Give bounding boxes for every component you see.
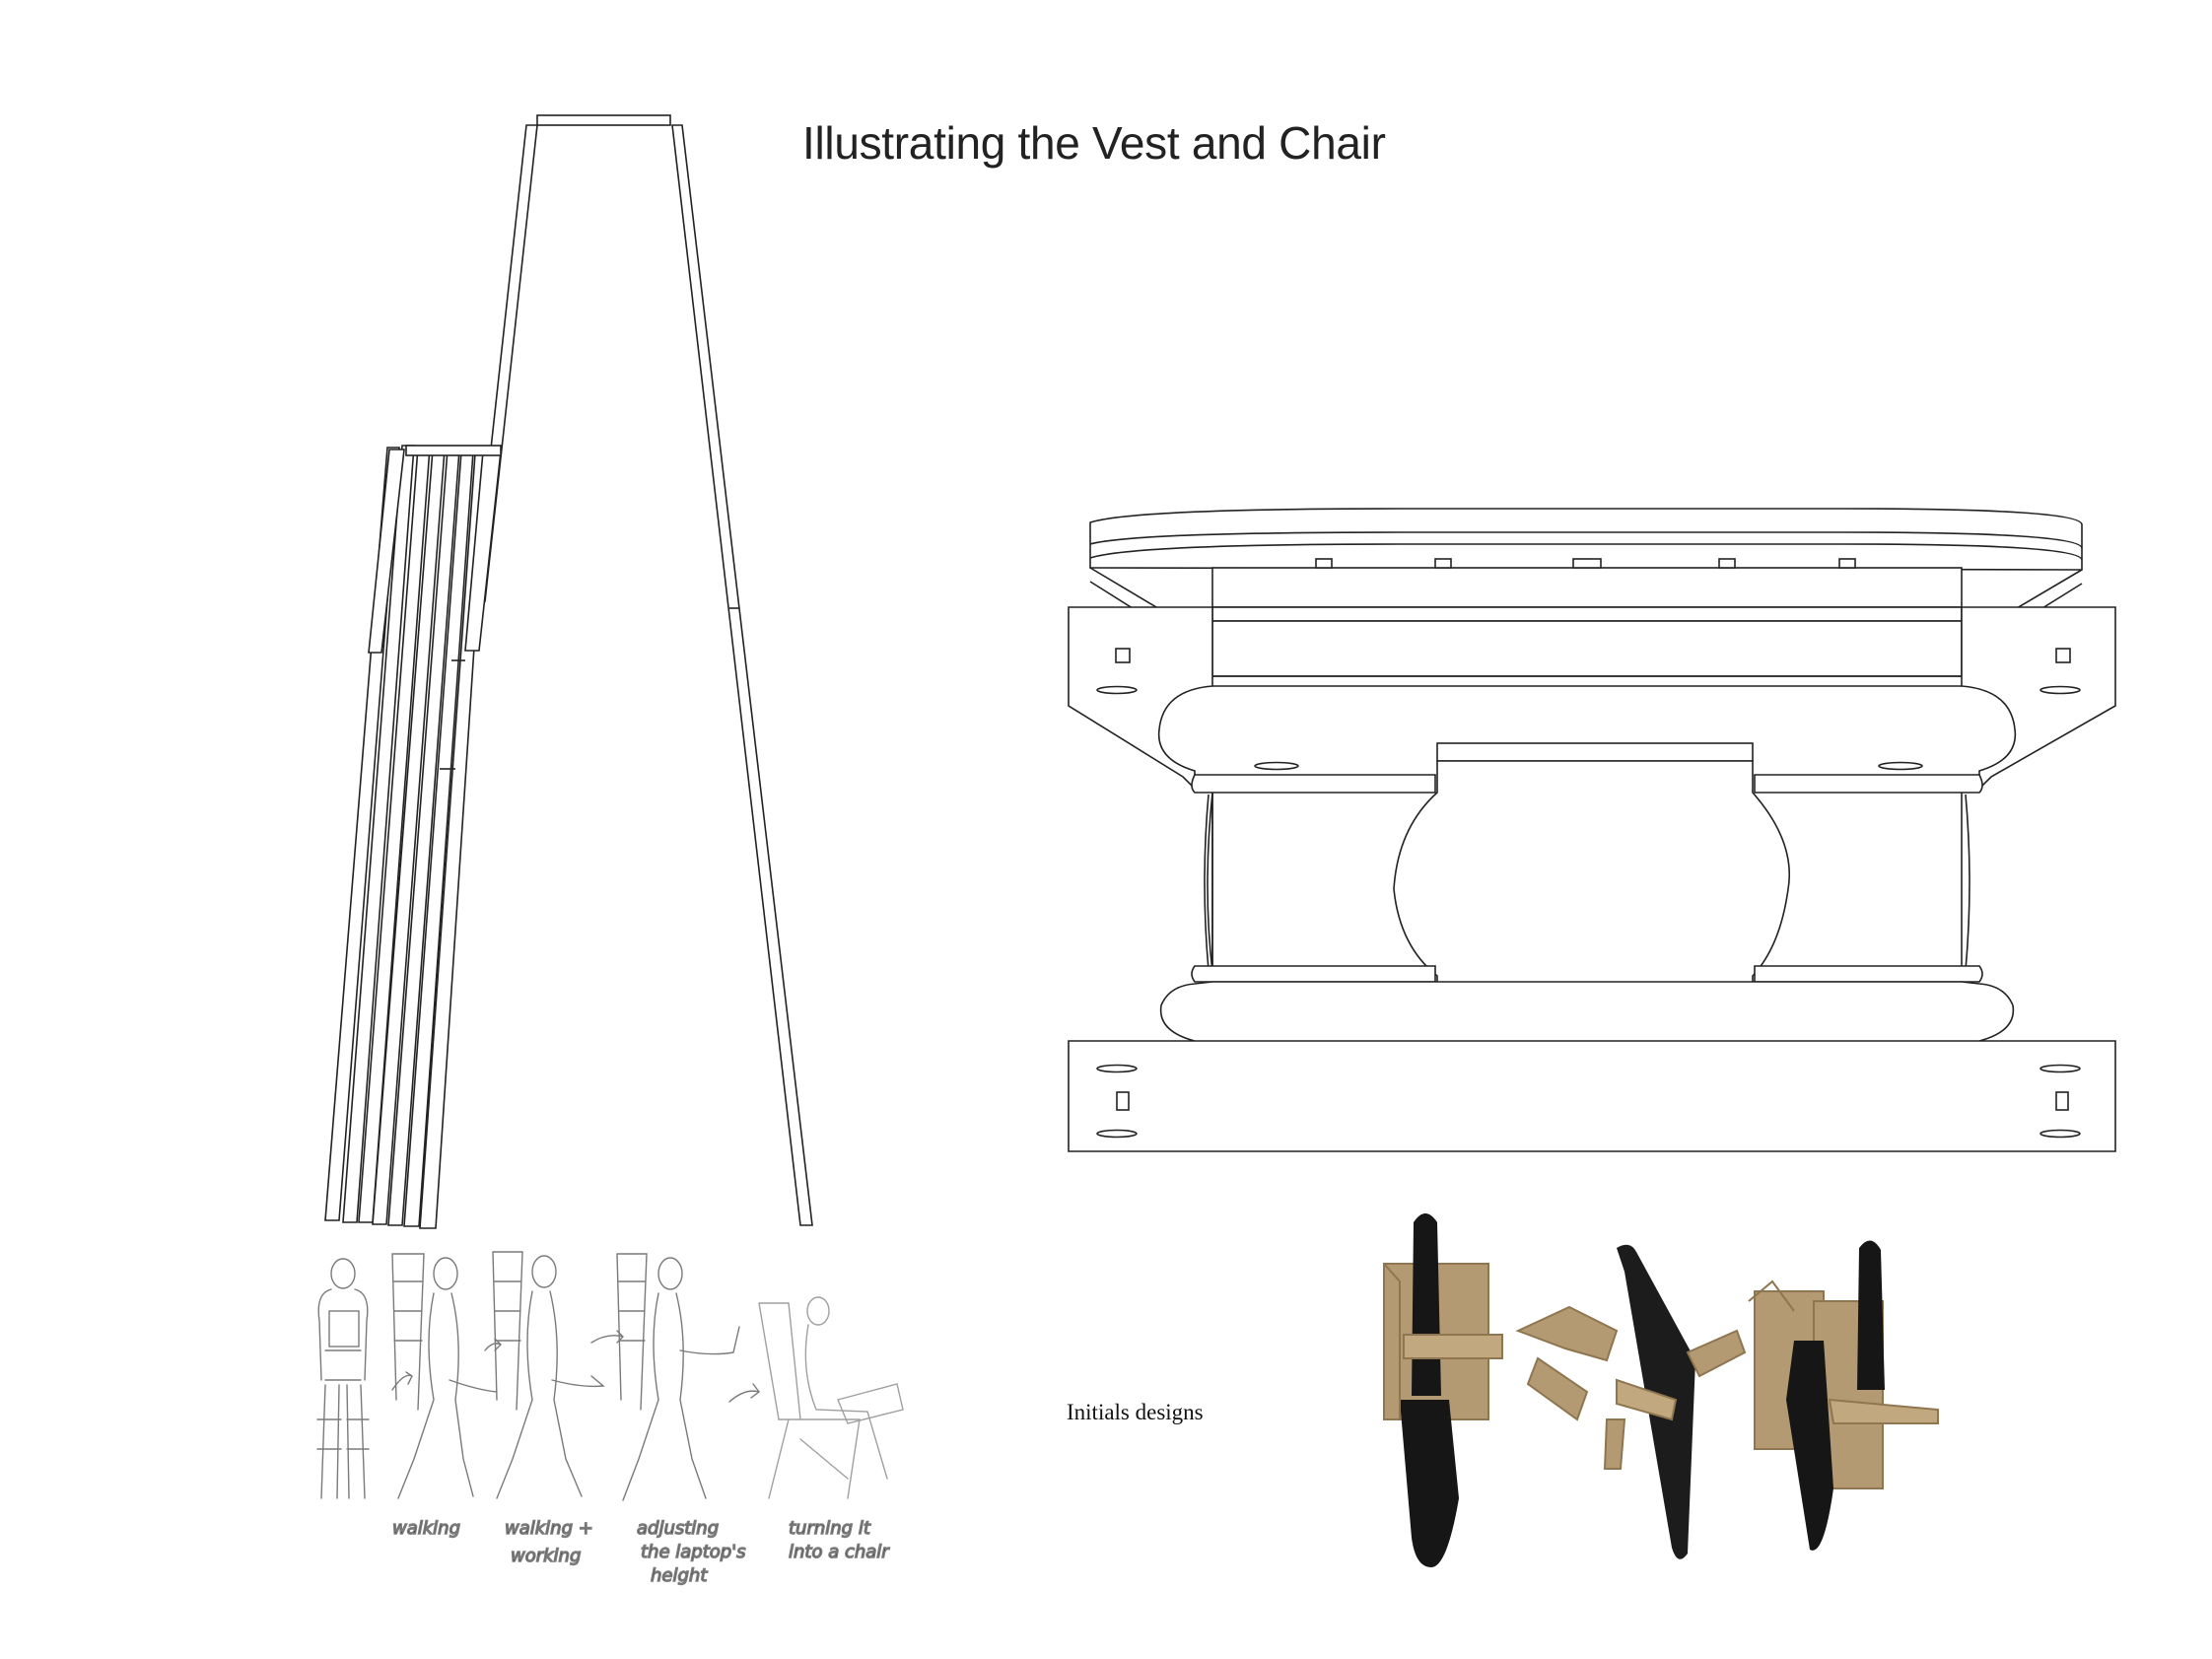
vest-ladder-side-drawing [324,114,813,1229]
chair-plan-drawing [1068,508,2116,1152]
sketch-label-walking-working-1: walking + [505,1518,593,1539]
usage-sketch-sequence: walking walking + working adjusting the … [316,1251,904,1587]
sketch-label-adjusting-1: adjusting [637,1518,719,1539]
page-title: Illustrating the Vest and Chair [802,117,1386,169]
sketch-label-adjusting-2: the laptop's [641,1542,746,1562]
initial-designs-caption: Initials designs [1067,1400,1204,1424]
sketch-figure-adjusting-laptop [616,1253,740,1501]
sketch-label-walking: walking [392,1518,460,1539]
sketch-label-walking-working-2: working [511,1546,581,1566]
sketch-label-chair-1: turning it [789,1518,871,1539]
cardboard-model-2 [1515,1244,1747,1559]
sketch-label-chair-2: into a chair [789,1542,890,1562]
sketch-figure-walking-working [492,1251,605,1499]
sketch-label-adjusting-3: height [651,1565,708,1586]
cardboard-model-1 [1383,1213,1503,1567]
cardboard-model-3 [1748,1240,1939,1551]
sketch-figure-standing [316,1258,370,1499]
sketch-figure-walking [391,1253,498,1499]
sketch-figure-chair [758,1296,904,1499]
cardboard-model-photos [1383,1213,1939,1567]
